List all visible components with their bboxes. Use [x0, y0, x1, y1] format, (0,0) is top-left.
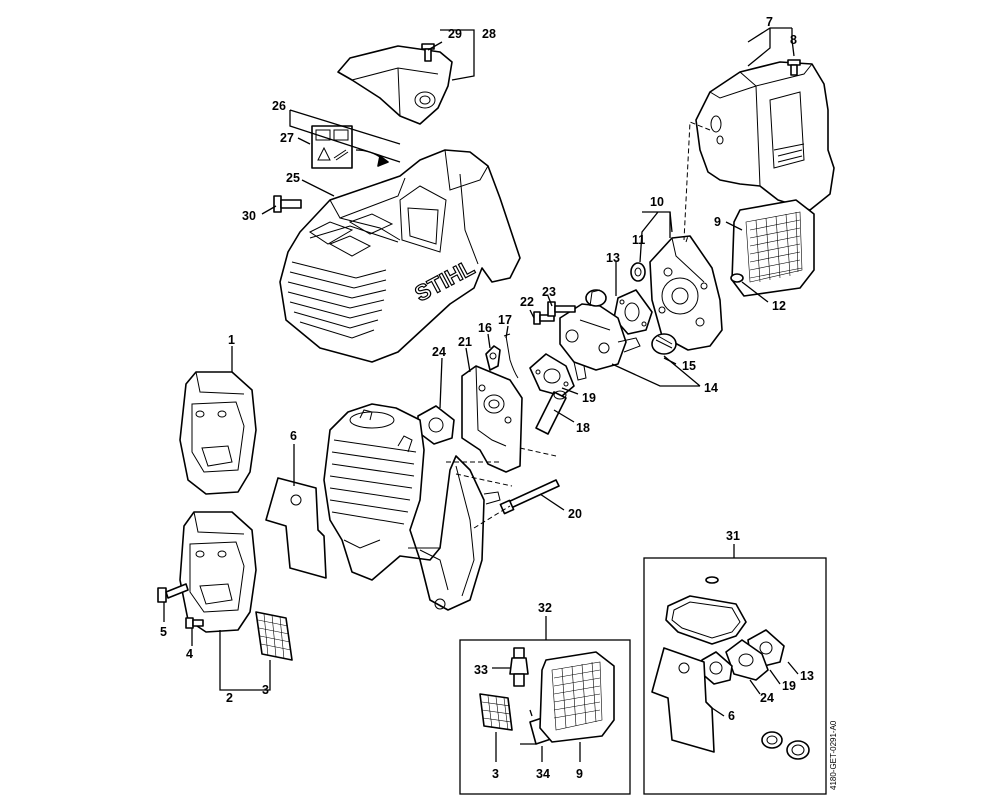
callout-31: 31 — [726, 529, 740, 543]
air-filter-cover-part — [695, 61, 835, 211]
callout-30: 30 — [242, 209, 256, 223]
shroud-screw-part — [273, 195, 302, 213]
shroud-housing-part: STIHL — [279, 149, 521, 363]
spark-arrestor-screen-part — [255, 611, 293, 661]
muffler-upper-part — [179, 371, 257, 495]
callout-14: 14 — [704, 381, 718, 395]
callout-20: 20 — [568, 507, 582, 521]
callout-29: 29 — [448, 27, 462, 41]
callout-34: 34 — [536, 767, 550, 781]
callout-8: 8 — [790, 33, 797, 47]
kit31-callout-13: 13 — [800, 669, 814, 683]
kit32-callout-3: 3 — [492, 767, 499, 781]
callout-11: 11 — [632, 233, 645, 247]
muffler-screw-short-part — [185, 617, 204, 629]
spring-part — [503, 333, 519, 379]
kit31-callout-24: 24 — [760, 691, 774, 705]
impulse-hose-part — [535, 390, 567, 435]
callout-25: 25 — [286, 171, 300, 185]
callout-6: 6 — [290, 429, 297, 443]
callout-32: 32 — [538, 601, 552, 615]
callout-22: 22 — [520, 295, 534, 309]
top-cover-screw-part — [421, 43, 435, 62]
callout-labels: 29 28 26 27 25 30 7 8 10 11 9 12 13 23 2… — [160, 15, 814, 781]
callout-28: 28 — [482, 27, 496, 41]
leader-lines — [163, 27, 795, 691]
gasket-kit-box — [643, 557, 827, 795]
carburetor-part — [559, 289, 641, 381]
assembly-dashed-lines — [446, 121, 711, 529]
top-cover-part — [337, 45, 453, 125]
callout-18: 18 — [576, 421, 590, 435]
callout-19: 19 — [582, 391, 596, 405]
callout-2: 2 — [226, 691, 233, 705]
callout-33: 33 — [474, 663, 488, 677]
warning-label-part — [311, 125, 389, 169]
callout-4: 4 — [186, 647, 193, 661]
engine-cylinder-part — [323, 403, 501, 611]
kit32-callout-9: 9 — [576, 767, 583, 781]
filter-base-plate-part — [649, 235, 723, 351]
choke-knob-part — [651, 333, 677, 355]
muffler-lower-part — [179, 511, 257, 633]
callout-16: 16 — [478, 321, 492, 335]
filter-kit-box — [459, 639, 631, 795]
callout-21: 21 — [458, 335, 472, 349]
callout-24: 24 — [432, 345, 446, 359]
muffler-screw-long-part — [157, 583, 189, 603]
air-filter-part — [731, 199, 815, 297]
drawing-code: 4180-GET-0291-A0 — [829, 720, 838, 790]
intake-manifold-part — [461, 365, 523, 473]
callout-10: 10 — [650, 195, 664, 209]
callout-15: 15 — [682, 359, 696, 373]
carburetor-screw-long-part — [547, 301, 576, 317]
callout-5: 5 — [160, 625, 167, 639]
callout-27: 27 — [280, 131, 294, 145]
callout-12: 12 — [772, 299, 786, 313]
kit31-callout-6: 6 — [728, 709, 735, 723]
callout-17: 17 — [498, 313, 512, 327]
callout-9: 9 — [714, 215, 721, 229]
grommet-part — [730, 273, 744, 283]
callout-7: 7 — [766, 15, 773, 29]
plug-grommet-part — [630, 262, 646, 282]
air-filter-cover-screw-part — [787, 59, 801, 76]
manifold-gasket-part — [417, 405, 455, 445]
intake-gasket-part — [529, 353, 575, 397]
callout-13: 13 — [606, 251, 620, 265]
callout-23: 23 — [542, 285, 556, 299]
long-bolt-part — [499, 479, 560, 515]
throttle-lever-part — [485, 345, 501, 371]
callout-1: 1 — [228, 333, 235, 347]
kit31-callout-19: 19 — [782, 679, 796, 693]
callout-3: 3 — [262, 683, 269, 697]
heat-shield-part — [265, 477, 327, 579]
callout-26: 26 — [272, 99, 286, 113]
